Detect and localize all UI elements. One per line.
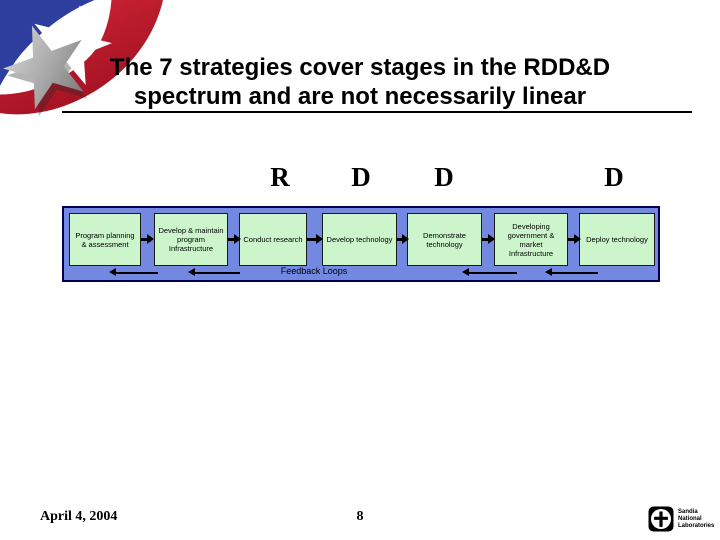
stage-program-planning: Program planning & assessment xyxy=(69,213,141,266)
slide-title-line2: spectrum and are not necessarily linear xyxy=(133,83,587,110)
feedback-arrow-icon xyxy=(545,268,598,276)
phase-letter-demonstration: D xyxy=(434,162,454,192)
slide-title: The 7 strategies cover stages in the RDD… xyxy=(0,53,720,111)
flow-arrow-icon xyxy=(397,234,409,244)
flow-arrow-icon xyxy=(307,234,323,244)
sandia-logo: Sandia National Laboratories xyxy=(648,505,714,533)
phase-letter-research: R xyxy=(270,162,290,192)
sandia-logo-line3: Laboratories xyxy=(678,522,715,529)
stage-maintain-infrastructure: Develop & maintain program Infrastructur… xyxy=(154,213,228,266)
sandia-logo-line1: Sandia xyxy=(678,508,698,515)
sandia-logo-line2: National xyxy=(678,515,702,522)
flow-arrow-icon xyxy=(482,234,495,244)
flow-arrow-icon xyxy=(228,234,241,244)
feedback-loops-label: Feedback Loops xyxy=(280,266,348,276)
feedback-arrow-icon xyxy=(188,268,240,276)
stage-market-infrastructure: Developing government & market Infrastru… xyxy=(494,213,568,266)
stage-demonstrate-technology: Demonstrate technology xyxy=(407,213,482,266)
flow-arrow-icon xyxy=(568,234,581,244)
flag-star-graphic xyxy=(0,0,163,117)
stage-deploy-technology: Deploy technology xyxy=(579,213,655,266)
title-underline xyxy=(62,111,692,113)
phase-letter-deployment: D xyxy=(604,162,624,192)
footer-date: April 4, 2004 xyxy=(40,509,118,524)
phase-letter-development: D xyxy=(351,162,371,192)
stage-conduct-research: Conduct research xyxy=(239,213,307,266)
rdd-spectrum-diagram: Program planning & assessment Develop & … xyxy=(62,206,660,282)
stage-develop-technology: Develop technology xyxy=(322,213,397,266)
feedback-arrow-icon xyxy=(462,268,517,276)
page-number: 8 xyxy=(356,509,364,524)
slide-title-line1: The 7 strategies cover stages in the RDD… xyxy=(109,54,611,81)
sandia-thunderbird-icon xyxy=(648,506,674,532)
flow-arrow-icon xyxy=(141,234,154,244)
sandia-logo-text: Sandia National Laboratories xyxy=(678,509,714,530)
feedback-arrow-icon xyxy=(109,268,158,276)
